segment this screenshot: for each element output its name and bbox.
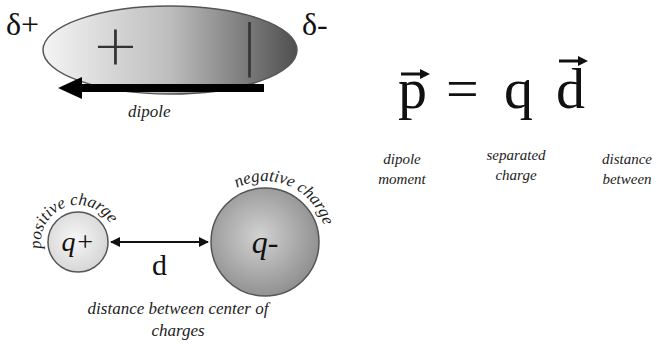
curved-label-holder: negative charge: [210, 187, 320, 297]
charge-symbol: q+: [62, 228, 95, 256]
dipole-caption: dipole: [128, 102, 171, 122]
formula-symbol: p: [398, 60, 427, 118]
curved-label-holder: positive charge: [47, 211, 109, 273]
node-outline: [42, 5, 298, 95]
negative-charge-circle: q-negative charge: [210, 187, 320, 297]
formula-symbol: q: [504, 60, 533, 118]
distance-caption: distance between center of charges: [83, 298, 273, 342]
formula-term-note: separated charge: [476, 146, 556, 185]
distance-symbol: d: [150, 250, 169, 280]
partial-charge-label: δ+: [6, 6, 39, 43]
charge-symbol: q-: [252, 226, 279, 258]
dipole-molecule: +|: [42, 5, 298, 95]
circle-outline: [48, 212, 108, 272]
formula-term-note: distance between: [590, 150, 664, 189]
distance-arrow: [111, 241, 208, 243]
formula-symbol: =: [446, 60, 479, 118]
positive-charge-circle: q+positive charge: [47, 211, 109, 273]
formula-term-note: dipole moment: [362, 150, 442, 189]
formula-symbol: d: [556, 60, 585, 118]
curved-text: positive charge: [26, 190, 123, 251]
charge-name: positive charge: [26, 190, 123, 251]
negative-pole-sign: |: [240, 17, 259, 73]
ellipse-outline: [43, 6, 297, 94]
partial-charge-label: δ-: [302, 6, 328, 43]
charge-name: negative charge: [231, 166, 338, 227]
circle-outline: [211, 188, 319, 296]
positive-pole-sign: +: [92, 17, 139, 73]
curved-text: negative charge: [231, 166, 338, 227]
